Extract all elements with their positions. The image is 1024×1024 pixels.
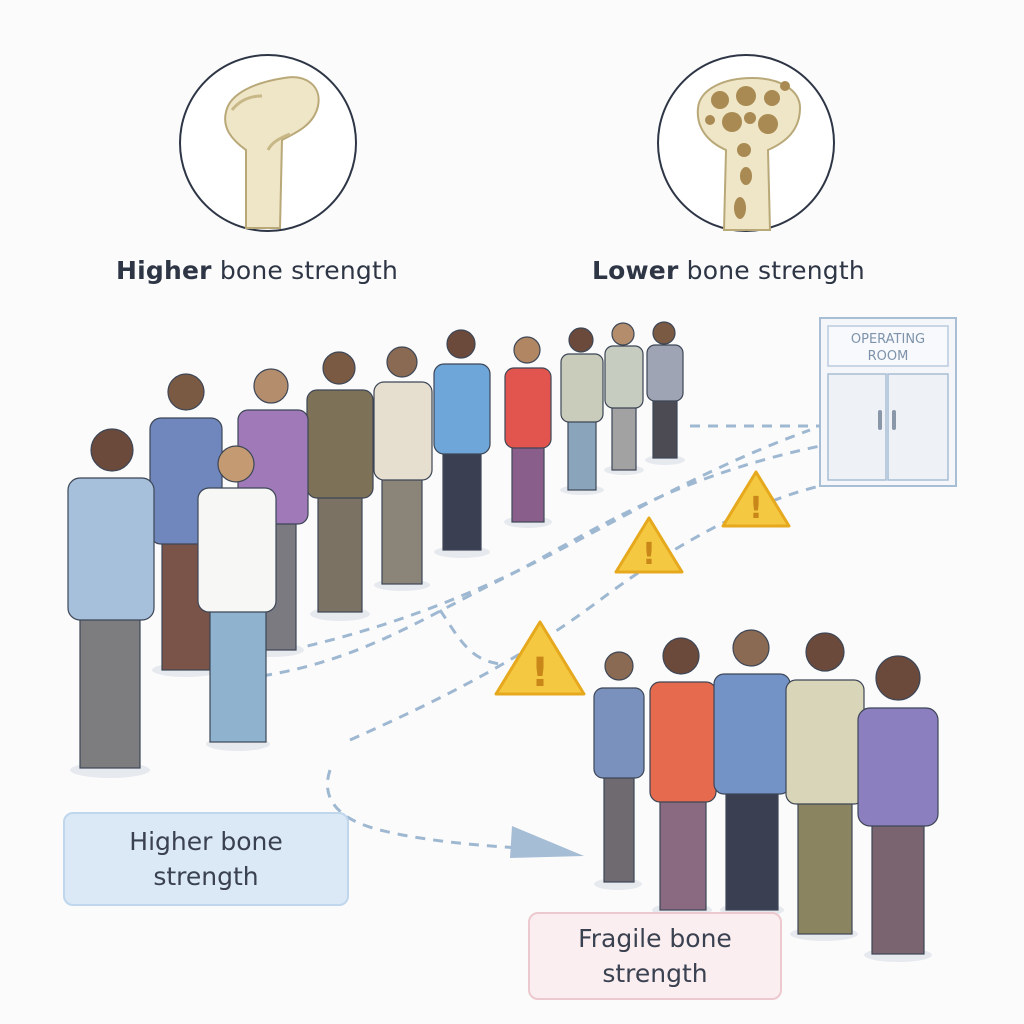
door-icon: OPERATING ROOM	[819, 317, 957, 487]
person	[857, 655, 939, 962]
fragile-strength-line1: Fragile bone	[578, 924, 732, 953]
fragile-strength-box: Fragile bone strength	[528, 912, 782, 1000]
top-label-lower-rest: bone strength	[678, 256, 865, 285]
higher-strength-line1: Higher bone	[129, 827, 283, 856]
person	[593, 651, 645, 890]
porous-bone-icon	[657, 54, 835, 232]
top-label-higher-rest: bone strength	[211, 256, 399, 285]
person	[373, 346, 433, 591]
door-sign-line1: OPERATING	[851, 332, 925, 347]
svg-text:!: !	[642, 537, 656, 572]
top-label-higher-bold: Higher	[116, 256, 212, 285]
fragile-group-people	[593, 629, 939, 962]
warning-icon: !	[614, 516, 684, 574]
warning-icon: !	[721, 470, 791, 528]
svg-text:!: !	[749, 491, 763, 526]
door-sign-line2: ROOM	[868, 349, 909, 364]
healthy-bone-icon	[179, 54, 357, 232]
top-label-higher: Higher bone strength	[116, 256, 398, 285]
person	[560, 327, 604, 495]
person	[504, 336, 552, 528]
svg-text:!: !	[531, 650, 549, 696]
fragile-strength-line2: strength	[602, 959, 708, 988]
person	[306, 351, 374, 621]
top-label-lower-bold: Lower	[592, 256, 679, 285]
warning-icon: !	[494, 620, 586, 696]
person	[604, 322, 644, 475]
person	[645, 321, 685, 465]
person	[713, 629, 791, 917]
person	[785, 632, 865, 941]
top-label-lower: Lower bone strength	[592, 256, 865, 285]
person	[67, 428, 155, 778]
path-arrowhead	[510, 826, 584, 858]
higher-strength-line2: strength	[153, 862, 259, 891]
queue-people	[67, 321, 685, 778]
person	[197, 445, 277, 751]
higher-strength-box: Higher bone strength	[63, 812, 349, 906]
person	[433, 329, 491, 558]
person	[649, 637, 717, 917]
